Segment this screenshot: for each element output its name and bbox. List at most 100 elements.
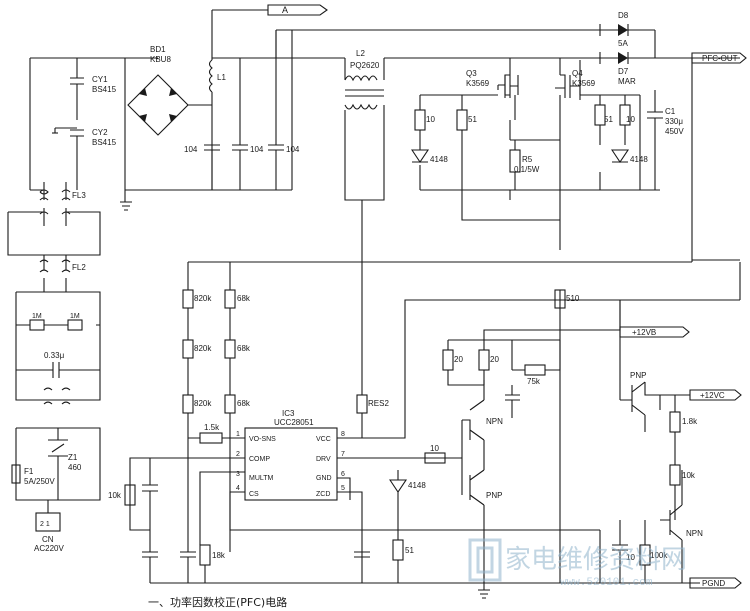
r820k-2-label: 820k <box>194 344 212 353</box>
pin8-label: VCC <box>316 436 331 443</box>
pin-num-7: 7 <box>341 451 345 458</box>
pnp-a-label: PNP <box>486 491 502 500</box>
pin5-label: ZCD <box>316 491 330 498</box>
r18k-label: 18k <box>212 551 226 560</box>
pin-num-1: 1 <box>236 431 240 438</box>
c1-label: C1 <box>665 107 676 116</box>
l2-value: PQ2620 <box>350 61 380 70</box>
pfc-out-label: PFC-OUT <box>702 54 738 63</box>
r10-c-label: 10 <box>430 444 439 453</box>
pin4-label: CS <box>249 491 259 498</box>
d4148-b-label: 4148 <box>630 155 648 164</box>
r10-a-label: 10 <box>426 115 435 124</box>
r20-a-label: 20 <box>454 355 463 364</box>
c10-label: 10 <box>626 553 635 562</box>
r51-c-label: 51 <box>405 546 414 555</box>
r51-a-label: 51 <box>468 115 477 124</box>
q4-value: K3569 <box>572 79 596 88</box>
pin-num-2: 2 <box>236 451 240 458</box>
bd1-label: BD1 <box>150 45 166 54</box>
plus12vc-label: +12VC <box>700 391 725 400</box>
f1-label: F1 <box>24 467 34 476</box>
c104-a-label: 104 <box>184 145 198 154</box>
r1-8k-label: 1.8k <box>682 417 698 426</box>
cy2-label: CY2 <box>92 128 108 137</box>
pin-num-6: 6 <box>341 471 345 478</box>
pin6-label: GND <box>316 475 332 482</box>
q4-label: Q4 <box>572 69 583 78</box>
cn-label: CN <box>42 535 54 544</box>
ic3-value: UCC28051 <box>274 418 314 427</box>
watermark: 家电维修资料网 www.520101.com <box>468 538 687 589</box>
c104-c-label: 104 <box>286 145 300 154</box>
c1-value: 330μ <box>665 117 683 126</box>
pin2-label: COMP <box>249 456 270 463</box>
r820k-1-label: 820k <box>194 294 212 303</box>
emi-filter-section <box>7 57 212 532</box>
r820k-3-label: 820k <box>194 399 212 408</box>
pin-num-8: 8 <box>341 431 345 438</box>
c1-voltage: 450V <box>665 127 684 136</box>
ic3-controller <box>124 200 740 583</box>
r1m-b-label: 1M <box>70 313 80 320</box>
pin7-label: DRV <box>316 456 331 463</box>
r68k-1-label: 68k <box>237 294 251 303</box>
cy1-label: CY1 <box>92 75 108 84</box>
watermark-text: 家电维修资料网 <box>505 545 687 575</box>
d4148-c-label: 4148 <box>408 481 426 490</box>
res2-label: RES2 <box>368 399 389 408</box>
z1-label: Z1 <box>68 453 78 462</box>
r1-5k-label: 1.5k <box>204 423 220 432</box>
pin1-label: VO-SNS <box>249 436 276 443</box>
power-stage <box>275 24 740 250</box>
r10k-label: 10k <box>108 491 122 500</box>
pin-num-5: 5 <box>341 485 345 492</box>
c104-b-label: 104 <box>250 145 264 154</box>
component-labels: A PFC-OUT +12VB +12VC PGND CY1 BS415 CY2… <box>24 5 738 588</box>
r10-b-label: 10 <box>626 115 635 124</box>
ac-label: AC220V <box>34 544 64 553</box>
d7-value: MAR <box>618 77 636 86</box>
r75k-label: 75k <box>527 377 541 386</box>
watermark-url: www.520101.com <box>560 577 653 589</box>
r510-label: 510 <box>566 294 580 303</box>
gate-driver <box>388 289 621 599</box>
q3-value: K3569 <box>466 79 490 88</box>
l2-label: L2 <box>356 49 365 58</box>
r68k-2-label: 68k <box>237 344 251 353</box>
r20-b-label: 20 <box>490 355 499 364</box>
r1m-a-label: 1M <box>32 313 42 320</box>
r10k-b-label: 10k <box>682 471 696 480</box>
cy1-value: BS415 <box>92 85 117 94</box>
z1-value: 460 <box>68 463 82 472</box>
regulator-section <box>599 259 741 583</box>
q3-label: Q3 <box>466 69 477 78</box>
fl2-label: FL2 <box>72 263 86 272</box>
d7-label: D7 <box>618 67 629 76</box>
pin-num-4: 4 <box>236 485 240 492</box>
c033-label: 0.33μ <box>44 351 65 360</box>
d8-value: 5A <box>618 39 628 48</box>
pgnd-label: PGND <box>702 579 725 588</box>
ic3-label: IC3 <box>282 409 295 418</box>
cn-pins: 2 1 <box>40 521 50 528</box>
l1-label: L1 <box>217 73 226 82</box>
r51-b-label: 51 <box>604 115 613 124</box>
r68k-3-label: 68k <box>237 399 251 408</box>
r100k-label: 100k <box>650 551 668 560</box>
plus12vb-label: +12VB <box>632 328 656 337</box>
d4148-a-label: 4148 <box>430 155 448 164</box>
bd1-value: KBU8 <box>150 55 171 64</box>
d8-label: D8 <box>618 11 629 20</box>
bridge-rectifier <box>120 9 345 211</box>
r5-value: 0.1/5W <box>514 165 540 174</box>
sense-dividers <box>180 58 693 583</box>
npn-b-label: NPN <box>686 529 703 538</box>
cy2-value: BS415 <box>92 138 117 147</box>
pnp-b-label: PNP <box>630 371 646 380</box>
net-tags <box>267 4 747 589</box>
diagram-caption: 一、功率因数校正(PFC)电路 <box>148 595 287 609</box>
pin3-label: MULTM <box>249 475 274 482</box>
net-a-label: A <box>282 5 288 15</box>
